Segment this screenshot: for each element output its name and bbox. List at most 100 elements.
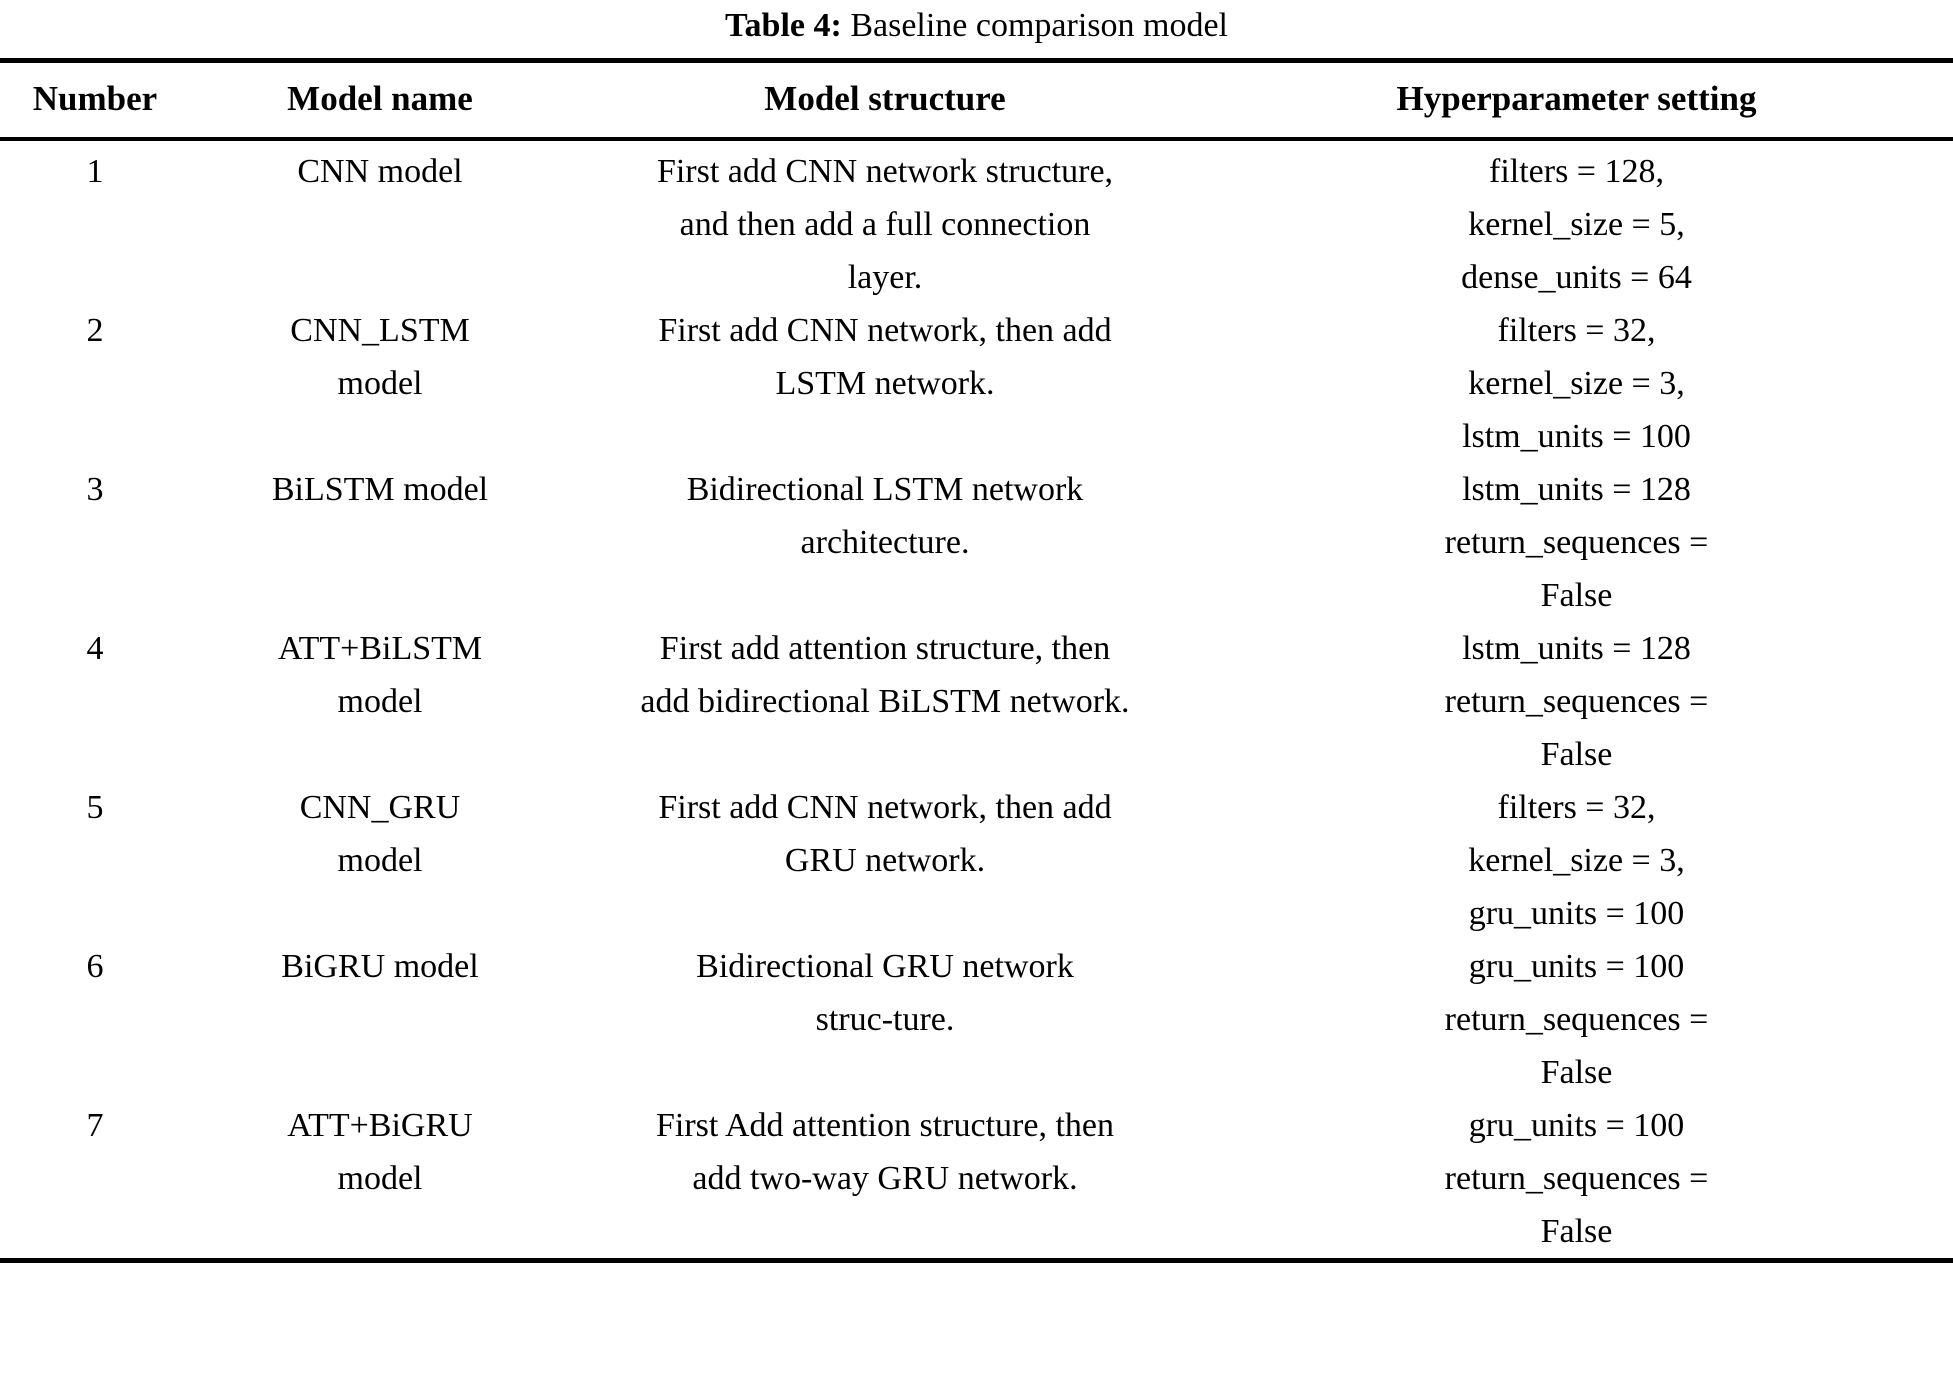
cell-model-structure-line: Bidirectional LSTM network (686, 471, 1084, 508)
cell-hyperparameter-setting-line: filters = 128, (1489, 153, 1664, 190)
table-head: Number Model name Model structure Hyperp… (0, 63, 1953, 137)
cell-model-structure-line: layer. (847, 259, 923, 296)
cell-number: 5 (86, 789, 104, 826)
cell-model-name-line: BiGRU model (281, 948, 479, 985)
table-caption-text: Baseline comparison model (850, 7, 1228, 44)
cell-hyperparameter-setting-line: False (1540, 1213, 1613, 1250)
cell-model-structure-line: GRU network. (784, 842, 986, 879)
cell-model-name-lines: ATT+BiLSTM model (190, 622, 570, 728)
cell-model-structure-lines: First Add attention structure, then add t… (570, 1099, 1200, 1205)
cell-hyperparameter-setting-line: kernel_size = 3, (1468, 365, 1685, 402)
table-row: 1 CNN model First add CNN network structur… (0, 141, 1953, 304)
cell-model-name: BiGRU model (190, 940, 570, 1099)
cell-model-structure-line: First add CNN network, then add (658, 789, 1112, 826)
cell-model-structure-line: and then add a full connection (679, 206, 1091, 243)
cell-model-structure-line: architecture. (800, 524, 970, 561)
cell-hyperparameter-setting-line: gru_units = 100 (1468, 1107, 1685, 1144)
cell-model-structure-lines: First add attention structure, then add b… (570, 622, 1200, 728)
cell-model-name-line: BiLSTM model (271, 471, 489, 508)
cell-hyperparameter-setting-line: filters = 32, (1497, 312, 1656, 349)
cell-hyperparameter-setting-line: False (1540, 577, 1613, 614)
cell-number: 2 (86, 312, 104, 349)
cell-hyperparameter-setting-lines: filters = 32, kernel_size = 3, lstm_units … (1200, 304, 1953, 463)
cell-model-structure-line: First Add attention structure, then (656, 1107, 1114, 1144)
cell-hyperparameter-setting-line: lstm_units = 128 (1462, 471, 1691, 508)
cell-model-name: ATT+BiLSTM model (190, 622, 570, 781)
cell-model-structure-line: First add attention structure, then (659, 630, 1111, 667)
cell-hyperparameter-setting-line: dense_units = 64 (1461, 259, 1692, 296)
cell-hyperparameter-setting-line: return_sequences = (1444, 524, 1709, 561)
cell-model-name-lines: BiGRU model (190, 940, 570, 993)
table-caption: Table 4: Baseline comparison model (0, 0, 1953, 58)
cell-hyperparameter-setting-line: lstm_units = 100 (1462, 418, 1691, 455)
cell-model-structure-line: First add CNN network structure, (656, 153, 1114, 190)
cell-model-structure: First add attention structure, then add b… (570, 622, 1200, 781)
cell-model-name-line: CNN_GRU (299, 789, 461, 826)
cell-hyperparameter-setting-lines: filters = 32,kernel_size = 3,gru_units =… (1200, 781, 1953, 940)
cell-hyperparameter-setting-line: False (1540, 1054, 1613, 1091)
cell-model-name-line: ATT+BiLSTM (277, 630, 483, 667)
cell-model-name-lines: BiLSTM model (190, 463, 570, 516)
cell-model-name-line: CNN_LSTM (290, 312, 470, 349)
baseline-comparison-table-body: 1 CNN model First add CNN network structur… (0, 141, 1953, 1258)
table-header-rule (0, 137, 1953, 141)
cell-model-name: BiLSTM model (190, 463, 570, 622)
cell-number: 4 (86, 630, 104, 667)
cell-hyperparameter-setting-lines: lstm_units = 128 return_sequences = False (1200, 463, 1953, 622)
table-row: 4 ATT+BiLSTM model First add attention stru… (0, 622, 1953, 781)
cell-model-structure-line: LSTM network. (775, 365, 995, 402)
cell-hyperparameter-setting-line: return_sequences = (1444, 1001, 1709, 1038)
table-header-row: Number Model name Model structure Hyperp… (0, 63, 1953, 137)
cell-model-structure-line: add two-way GRU network. (692, 1160, 1078, 1197)
cell-hyperparameter-setting-line: return_sequences = (1444, 683, 1709, 720)
cell-hyperparameter-setting-line: kernel_size = 3, (1468, 842, 1685, 879)
cell-hyperparameter-setting: filters = 32, kernel_size = 3, lstm_units … (1200, 304, 1953, 463)
cell-model-name-lines: CNN model (190, 145, 570, 198)
cell-model-structure-line: struc-ture. (815, 1001, 955, 1038)
cell-model-name-line: CNN model (297, 153, 463, 190)
cell-model-name-line: model (337, 1160, 423, 1197)
column-header-model-name: Model name (287, 79, 473, 118)
column-header-hyperparameter-setting: Hyperparameter setting (1396, 79, 1757, 118)
cell-model-structure-lines: First add CNN network structure, and then… (570, 145, 1200, 304)
cell-number: 3 (86, 471, 104, 508)
column-header-number: Number (32, 79, 158, 118)
baseline-comparison-table: Number Model name Model structure Hyperp… (0, 63, 1953, 137)
table-row: 3 BiLSTM model Bidirectional LSTM network a… (0, 463, 1953, 622)
cell-number: 6 (86, 948, 104, 985)
cell-model-structure: First add CNN network structure, and then… (570, 141, 1200, 304)
cell-hyperparameter-setting-line: filters = 32, (1497, 789, 1656, 826)
cell-hyperparameter-setting-lines: filters = 128,kernel_size = 5,dense_unit… (1200, 145, 1953, 304)
cell-model-name-line: model (337, 683, 423, 720)
cell-model-structure-lines: Bidirectional LSTM network architecture. (570, 463, 1200, 569)
cell-model-structure: Bidirectional LSTM network architecture. (570, 463, 1200, 622)
table-bottom-rule (0, 1258, 1953, 1263)
table-top-rule (0, 58, 1953, 63)
cell-model-structure-line: First add CNN network, then add (658, 312, 1112, 349)
cell-hyperparameter-setting-line: return_sequences = (1444, 1160, 1709, 1197)
column-header-model-structure: Model structure (764, 79, 1006, 118)
cell-hyperparameter-setting-lines: gru_units = 100 return_sequences = False (1200, 1099, 1953, 1258)
cell-hyperparameter-setting: filters = 128,kernel_size = 5,dense_unit… (1200, 141, 1953, 304)
cell-number: 1 (86, 153, 104, 190)
cell-hyperparameter-setting-line: False (1540, 736, 1613, 773)
cell-model-structure-line: add bidirectional BiLSTM network. (640, 683, 1130, 720)
cell-model-name-line: model (337, 842, 423, 879)
